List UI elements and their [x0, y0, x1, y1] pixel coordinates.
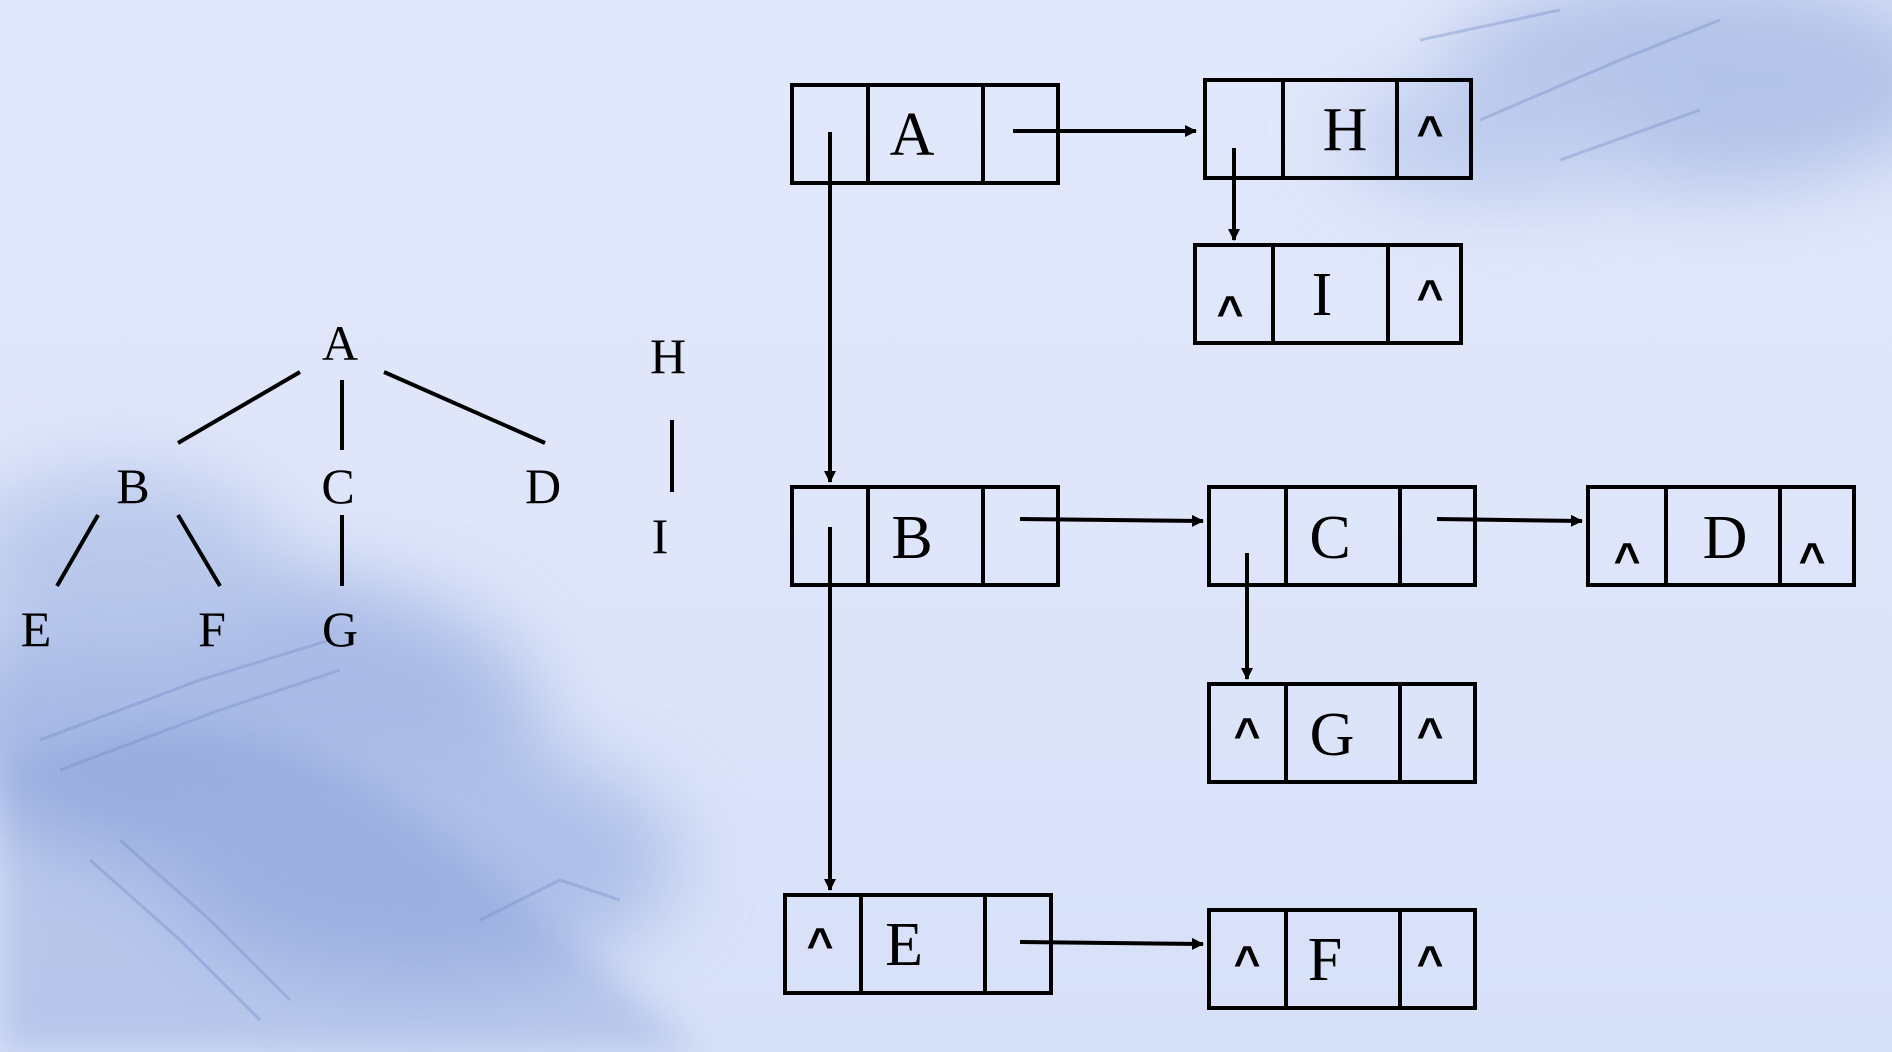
null-pointer-i-sibling: ^: [1417, 270, 1444, 322]
pointer-e-to-f: [1019, 937, 1204, 950]
node-box: [1203, 78, 1473, 180]
node-box: [1207, 485, 1477, 587]
tree-edge-b-e: [55, 513, 100, 588]
storage-node-f: ^ F ^: [1207, 908, 1477, 1010]
tree-edge-a-d: [383, 370, 546, 445]
null-pointer-g-sibling: ^: [1417, 708, 1444, 760]
null-pointer-f-child: ^: [1234, 936, 1261, 988]
tree-node-c: C: [321, 458, 354, 514]
node-data-a: A: [890, 101, 935, 169]
forest-drawing: A B C D E F G H I: [21, 315, 686, 657]
node-box: [1207, 682, 1477, 784]
storage-node-b: B: [790, 485, 1060, 587]
storage-node-a: A: [790, 83, 1060, 185]
tree-node-d: D: [525, 458, 561, 514]
node-data-f: F: [1308, 926, 1342, 994]
tree-node-g: G: [322, 601, 358, 657]
storage-node-e: ^ E: [783, 893, 1053, 995]
node-box: [1207, 908, 1477, 1010]
node-data-h: H: [1323, 96, 1368, 164]
node-box: [790, 83, 1060, 185]
storage-node-h: H ^: [1203, 78, 1473, 180]
tree-node-f: F: [198, 601, 226, 657]
tree-node-a: A: [322, 315, 358, 371]
node-box: [790, 485, 1060, 587]
node-data-c: C: [1309, 504, 1350, 572]
tree-node-e: E: [21, 601, 52, 657]
null-pointer-d-sibling: ^: [1799, 533, 1826, 585]
null-pointer-h-sibling: ^: [1417, 106, 1444, 158]
node-data-d: D: [1703, 504, 1748, 572]
storage-node-i: ^ I ^: [1193, 243, 1463, 345]
tree-node-b: B: [116, 458, 149, 514]
storage-node-g: ^ G ^: [1207, 682, 1477, 784]
storage-node-c: C: [1207, 485, 1477, 587]
node-data-b: B: [891, 504, 932, 572]
tree-edge-b-f: [176, 513, 222, 588]
null-pointer-d-child: ^: [1614, 533, 1641, 585]
node-data-g: G: [1310, 701, 1355, 769]
null-pointer-e-child: ^: [807, 918, 834, 970]
storage-node-d: ^ D ^: [1586, 485, 1856, 587]
node-box: [1193, 243, 1463, 345]
null-pointer-g-child: ^: [1234, 708, 1261, 760]
node-data-i: I: [1312, 261, 1333, 329]
null-pointer-f-sibling: ^: [1417, 936, 1444, 988]
tree-edge-a-b: [176, 370, 302, 445]
tree-node-i: I: [652, 508, 669, 564]
pointer-c-to-d: [1436, 514, 1583, 527]
null-pointer-i-child: ^: [1217, 286, 1244, 338]
storage-structure: A H ^ ^ I ^ B: [783, 78, 1856, 1010]
pointer-b-to-c: [1019, 514, 1204, 527]
node-data-e: E: [885, 911, 923, 979]
tree-node-h: H: [650, 328, 686, 384]
node-box: [1586, 485, 1856, 587]
